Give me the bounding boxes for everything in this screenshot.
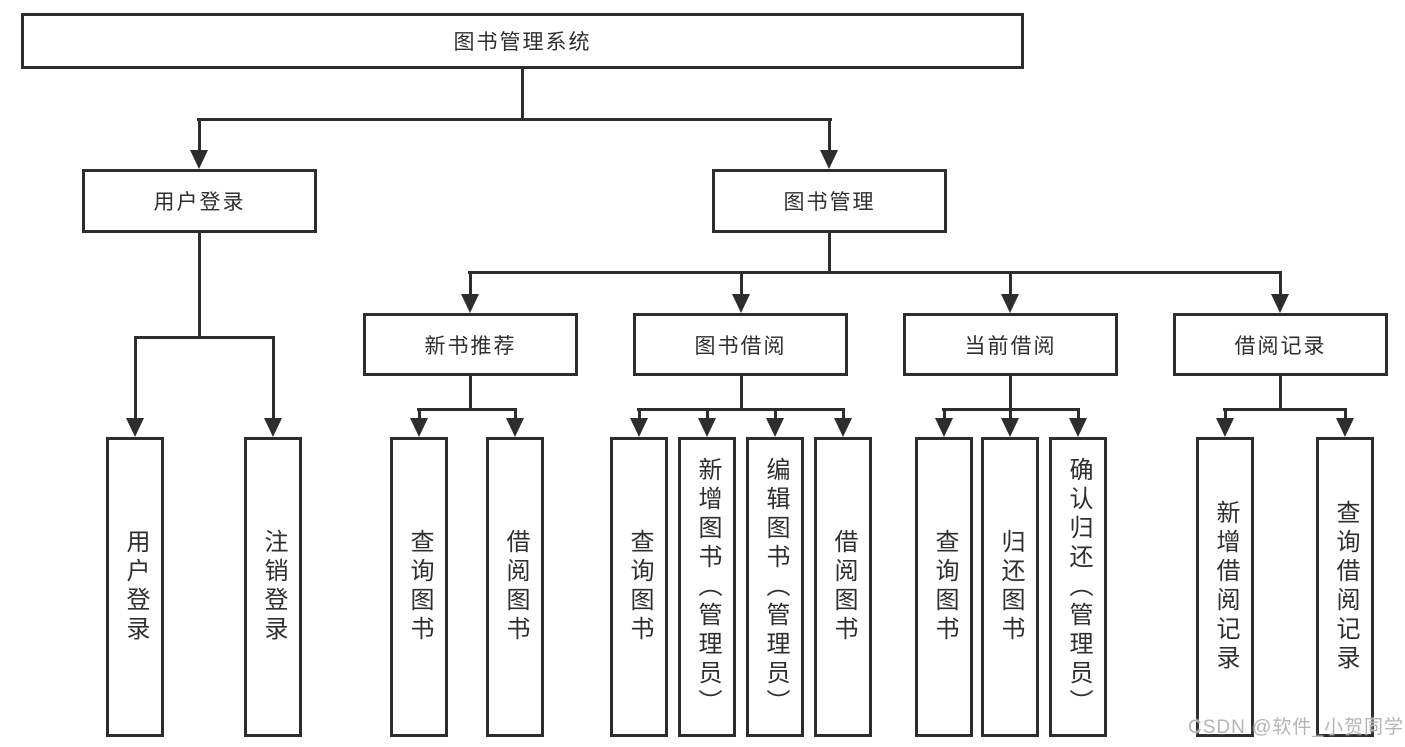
leaf-records-query-record: 查询借阅记录 xyxy=(1316,437,1374,737)
node-user-login-label: 用户登录 xyxy=(153,191,246,214)
node-user-login: 用户登录 xyxy=(82,169,317,233)
connector-line xyxy=(468,271,1282,274)
node-new-book-recommend-label: 新书推荐 xyxy=(424,334,517,358)
node-borrow-records: 借阅记录 xyxy=(1173,313,1388,376)
connector-line xyxy=(828,230,831,274)
connector-line xyxy=(943,408,946,420)
leaf-records-add-record: 新增借阅记录 xyxy=(1196,437,1254,737)
arrowhead-down-icon xyxy=(461,294,479,313)
connector-line xyxy=(1279,271,1282,296)
connector-line xyxy=(1279,373,1282,411)
arrowhead-down-icon xyxy=(698,418,716,437)
leaf-borrow-borrow-books: 借阅图书 xyxy=(814,437,872,737)
node-current-borrow: 当前借阅 xyxy=(903,313,1118,376)
leaf-user-login: 用户登录 xyxy=(106,437,164,737)
connector-line xyxy=(1009,271,1012,296)
connector-line xyxy=(638,408,641,420)
arrowhead-down-icon xyxy=(264,418,282,437)
arrowhead-down-icon xyxy=(732,294,750,313)
connector-line xyxy=(514,408,517,420)
leaf-borrow-query-books: 查询图书 xyxy=(610,437,668,737)
connector-line xyxy=(198,118,201,152)
connector-line xyxy=(1344,408,1347,420)
connector-line xyxy=(134,336,275,339)
leaf-newbooks-query-books: 查询图书 xyxy=(390,437,448,737)
leaf-logout: 注销登录 xyxy=(244,437,302,737)
arrowhead-down-icon xyxy=(1336,418,1354,437)
connector-line xyxy=(469,271,472,296)
connector-line xyxy=(1224,408,1227,420)
leaf-newbooks-query-books-label: 查询图书 xyxy=(406,529,433,645)
leaf-borrow-edit-books-admin-label: 编辑图书（管理员） xyxy=(762,456,789,718)
arrowhead-down-icon xyxy=(506,418,524,437)
leaf-borrow-edit-books-admin: 编辑图书（管理员） xyxy=(746,437,804,737)
connector-line xyxy=(740,271,743,296)
leaf-current-confirm-return-admin-label: 确认归还（管理员） xyxy=(1065,456,1092,718)
leaf-current-confirm-return-admin: 确认归还（管理员） xyxy=(1049,437,1107,737)
leaf-newbooks-borrow-books-label: 借阅图书 xyxy=(502,529,529,645)
leaf-user-login-label: 用户登录 xyxy=(122,529,149,645)
node-book-borrow: 图书借阅 xyxy=(633,313,848,376)
leaf-borrow-add-books-admin-label: 新增图书（管理员） xyxy=(694,456,721,718)
node-new-book-recommend: 新书推荐 xyxy=(363,313,578,376)
node-book-management-label: 图书管理 xyxy=(783,191,876,214)
arrowhead-down-icon xyxy=(1216,418,1234,437)
node-root: 图书管理系统 xyxy=(21,13,1024,69)
leaf-borrow-query-books-label: 查询图书 xyxy=(626,529,653,645)
leaf-records-query-record-label: 查询借阅记录 xyxy=(1332,500,1359,674)
arrowhead-down-icon xyxy=(1001,294,1019,313)
connector-line xyxy=(198,230,201,339)
connector-line xyxy=(828,118,831,152)
connector-line xyxy=(134,336,137,420)
arrowhead-down-icon xyxy=(630,418,648,437)
leaf-current-query-books: 查询图书 xyxy=(915,437,973,737)
connector-line xyxy=(521,68,524,121)
connector-line xyxy=(1009,408,1012,420)
arrowhead-down-icon xyxy=(766,418,784,437)
arrowhead-down-icon xyxy=(834,418,852,437)
connector-line xyxy=(637,408,845,411)
node-current-borrow-label: 当前借阅 xyxy=(964,334,1057,358)
arrowhead-down-icon xyxy=(410,418,428,437)
connector-line xyxy=(417,408,517,411)
node-borrow-records-label: 借阅记录 xyxy=(1234,334,1327,358)
arrowhead-down-icon xyxy=(126,418,144,437)
arrowhead-down-icon xyxy=(1001,418,1019,437)
connector-line xyxy=(706,408,709,420)
leaf-borrow-add-books-admin: 新增图书（管理员） xyxy=(678,437,736,737)
connector-line xyxy=(272,336,275,420)
connector-line xyxy=(197,118,832,121)
connector-line xyxy=(1077,408,1080,420)
connector-line xyxy=(1223,408,1347,411)
arrowhead-down-icon xyxy=(190,150,208,169)
node-root-label: 图书管理系统 xyxy=(453,31,592,54)
leaf-records-add-record-label: 新增借阅记录 xyxy=(1212,500,1239,674)
arrowhead-down-icon xyxy=(1271,294,1289,313)
leaf-current-return-books-label: 归还图书 xyxy=(997,529,1024,645)
connector-line xyxy=(774,408,777,420)
connector-line xyxy=(418,408,421,420)
arrowhead-down-icon xyxy=(820,150,838,169)
arrowhead-down-icon xyxy=(935,418,953,437)
leaf-borrow-borrow-books-label: 借阅图书 xyxy=(830,529,857,645)
connector-line xyxy=(740,373,743,411)
arrowhead-down-icon xyxy=(1069,418,1087,437)
leaf-current-query-books-label: 查询图书 xyxy=(931,529,958,645)
leaf-logout-label: 注销登录 xyxy=(260,529,287,645)
connector-line xyxy=(842,408,845,420)
node-book-borrow-label: 图书借阅 xyxy=(694,334,787,358)
watermark: CSDN @软件_小贺同学 xyxy=(1188,717,1404,738)
connector-line xyxy=(469,373,472,411)
node-book-management: 图书管理 xyxy=(712,169,947,233)
leaf-current-return-books: 归还图书 xyxy=(981,437,1039,737)
connector-line xyxy=(1009,373,1012,411)
leaf-newbooks-borrow-books: 借阅图书 xyxy=(486,437,544,737)
